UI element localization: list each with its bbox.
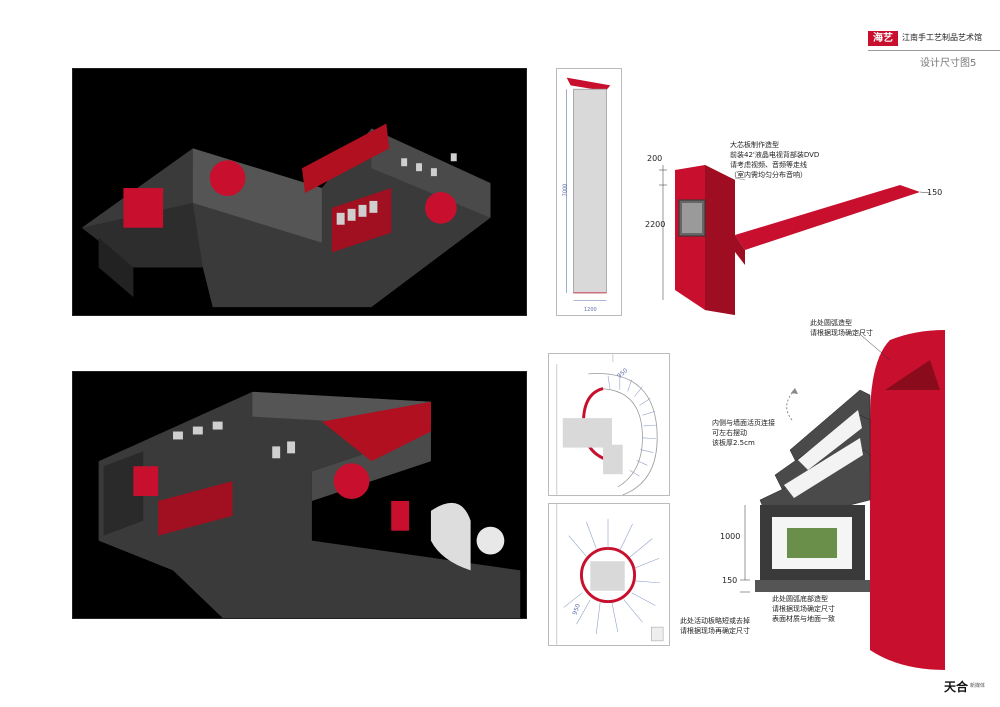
curve-dim-150: 150 — [722, 576, 738, 585]
panel-detail-svg — [659, 165, 931, 315]
sheet-label: 设计尺寸图5 — [920, 58, 977, 69]
curve-detail: 此处圆弧造型 请根据现场确定尺寸 内侧与墙面活页连接 可左右摆动 该板厚2.5c… — [700, 319, 945, 670]
stair-plan-top-svg — [556, 354, 658, 495]
render-bottom — [72, 371, 527, 619]
panel-dim-150: 150 — [927, 188, 943, 197]
stair-plan-bottom-svg — [556, 504, 664, 645]
curve-note-bottom: 此处圆弧底部造型 请根据现场确定尺寸 表面材质与地面一致 — [772, 595, 835, 623]
curve-dim-1000: 1000 — [720, 532, 741, 541]
footer-logo: 天合 — [944, 680, 969, 694]
elevation-drawing: 7000 1200 — [556, 68, 622, 316]
panel-note: 大芯板制作造型 前装42'液晶电视背部装DVD 请考虑视频、音频等走线 （室内需… — [730, 141, 820, 179]
stair-plan-top: 950 — [548, 353, 670, 496]
header-divider — [868, 50, 1000, 51]
curve-note-top: 此处圆弧造型 请根据现场确定尺寸 — [810, 319, 873, 337]
stair-bottom-note: 此处活动板略短或去掉 请根据现场再确定尺寸 — [680, 617, 750, 635]
curve-note-side: 内侧与墙面活页连接 可左右摆动 该板厚2.5cm — [712, 419, 775, 447]
panel-dim-2200: 2200 — [645, 220, 666, 229]
brand-logo: 海艺 — [868, 31, 898, 46]
render-bottom-scene — [98, 391, 521, 618]
panel-dim-200: 200 — [647, 154, 663, 163]
footer-sub: 新媒体 — [970, 683, 986, 689]
elevation-width-dim: 1200 — [584, 307, 597, 313]
render-top — [72, 68, 527, 316]
stair-plan-bottom: 950 — [548, 503, 670, 646]
elevation-height-dim: 7000 — [562, 183, 569, 197]
panel-detail: 大芯板制作造型 前装42'液晶电视背部装DVD 请考虑视频、音频等走线 （室内需… — [645, 140, 945, 320]
project-title: 江南手工艺制品艺术馆 — [902, 33, 982, 42]
render-top-scene — [81, 123, 491, 308]
elevation-svg — [566, 77, 611, 301]
curve-detail-svg — [740, 330, 945, 670]
